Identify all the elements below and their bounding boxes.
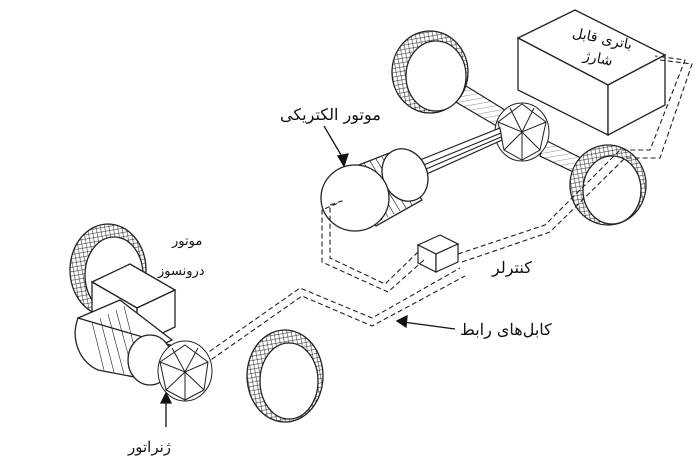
connecting-cables: [202, 55, 693, 365]
controller-label: کنترلر: [492, 258, 532, 277]
generator: [157, 340, 213, 402]
electric-motor-label: موتور الکتریکی: [280, 105, 381, 124]
wheel-front-bottom: [246, 329, 324, 423]
electric-motor: [320, 148, 429, 232]
generator-label: ژنراتور: [128, 438, 172, 456]
controller: [416, 234, 460, 273]
leader-arrows: [159, 125, 456, 427]
wheel-rear-bottom: [569, 144, 647, 226]
combustion-engine-label-line1: موتور: [172, 234, 203, 249]
combustion-engine-label-line2: درونسوز: [158, 264, 205, 279]
battery: [516, 9, 667, 137]
differential: [494, 102, 550, 162]
wheel-rear-top: [391, 30, 469, 114]
cables-label: کابل‌های رابط: [460, 320, 552, 339]
